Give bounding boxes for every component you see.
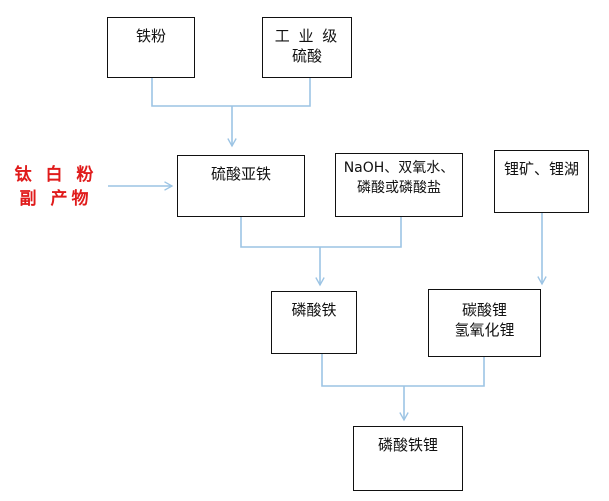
- connector-iron-lithium-merge: [321, 354, 485, 387]
- node-ferrous-sulfate-label: 硫酸亚铁: [210, 165, 271, 183]
- node-sulfuric-acid-line2: 硫酸: [291, 47, 322, 65]
- node-reagents-line1: NaOH、双氧水、: [343, 160, 455, 176]
- node-iron-powder: 铁粉: [107, 17, 195, 78]
- node-iron-phosphate: 磷酸铁: [271, 291, 357, 354]
- connector-ferrous-reagents-merge: [240, 217, 402, 248]
- node-byproduct-line1: 钛 白 粉: [14, 165, 98, 185]
- node-reagents: NaOH、双氧水、 磷酸或磷酸盐: [335, 153, 463, 217]
- node-lithium-ore-brine: 锂矿、锂湖: [494, 150, 589, 213]
- node-lfp-label: 磷酸铁锂: [377, 436, 438, 454]
- node-ferrous-sulfate: 硫酸亚铁: [177, 155, 305, 217]
- node-iron-powder-label: 铁粉: [135, 27, 166, 45]
- node-sulfuric-acid-line1: 工 业 级: [274, 27, 340, 45]
- node-lithium-products-line1: 碳酸锂: [461, 301, 507, 319]
- node-byproduct-line2: 副 产物: [19, 189, 93, 209]
- node-industrial-sulfuric-acid: 工 业 级 硫酸: [262, 17, 352, 78]
- node-iron-phosphate-label: 磷酸铁: [291, 301, 337, 319]
- node-reagents-line2: 磷酸或磷酸盐: [357, 180, 441, 196]
- connector-iron-acid-merge: [151, 78, 311, 107]
- node-lithium-iron-phosphate: 磷酸铁锂: [353, 426, 463, 491]
- node-lithium-products-line2: 氢氧化锂: [454, 321, 515, 339]
- node-titanium-dioxide-byproduct: 钛 白 粉 副 产物: [4, 155, 108, 219]
- node-lithium-ore-label: 锂矿、锂湖: [503, 160, 579, 178]
- node-lithium-carbonate-hydroxide: 碳酸锂 氢氧化锂: [428, 289, 541, 357]
